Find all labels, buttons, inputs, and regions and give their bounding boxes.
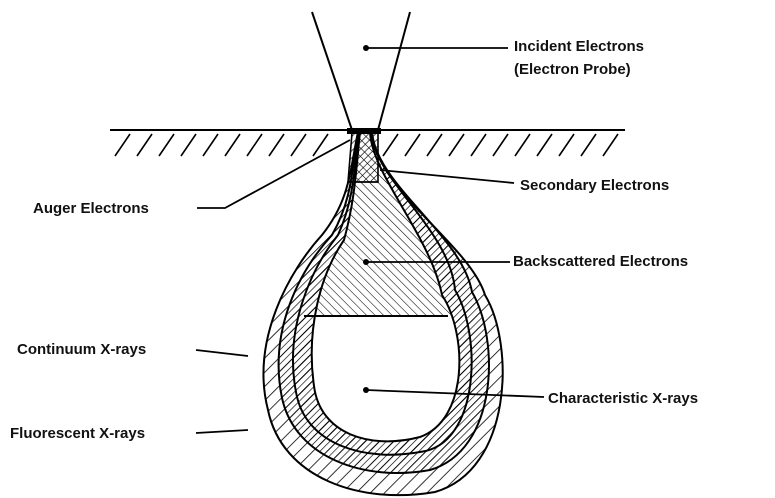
label-continuum-xrays: Continuum X-rays <box>17 340 146 359</box>
label-characteristic-xrays: Characteristic X-rays <box>548 389 698 408</box>
label-incident-electrons: Incident Electrons <box>514 37 644 56</box>
label-secondary-electrons: Secondary Electrons <box>520 176 669 195</box>
label-backscattered-electrons: Backscattered Electrons <box>513 252 688 271</box>
label-fluorescent-xrays: Fluorescent X-rays <box>10 424 145 443</box>
label-electron-probe: (Electron Probe) <box>514 60 631 79</box>
secondary-electron-region <box>348 133 378 182</box>
label-auger-electrons: Auger Electrons <box>33 199 149 218</box>
incident-beam-left <box>312 12 352 130</box>
incident-beam-right <box>378 12 410 130</box>
